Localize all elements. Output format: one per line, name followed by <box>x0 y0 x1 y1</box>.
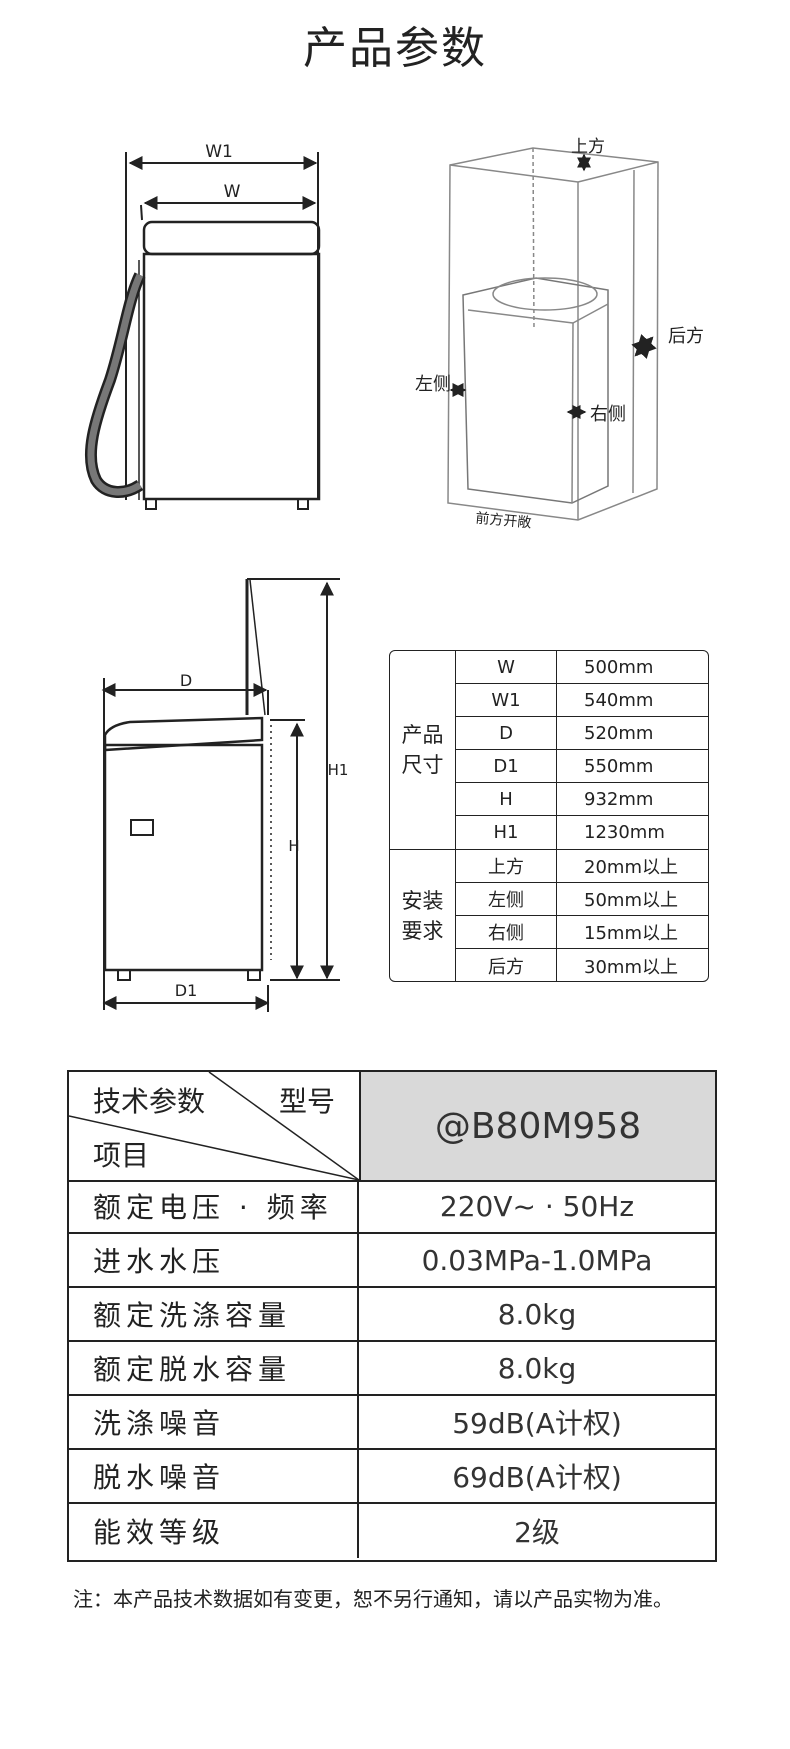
spec-value: 69dB(A计权) <box>452 1461 622 1494</box>
right-clearance-label: 右侧 <box>590 404 626 425</box>
spec-table: 技术参数 型号 项目 @B80M958 额定电压 · 频率 220V~ · 50H… <box>67 1070 717 1562</box>
dim-value: 550mm <box>584 755 654 777</box>
disclaimer-note: 注：本产品技术数据如有变更，恕不另行通知，请以产品实物为准。 <box>73 1587 673 1611</box>
dim-value: 500mm <box>584 656 654 678</box>
spec-key: 进水水压 <box>69 1234 359 1286</box>
dim-value: 15mm以上 <box>584 923 678 944</box>
side-view-washer <box>101 578 340 1012</box>
left-clearance-label: 左侧 <box>415 374 451 395</box>
header-diagonal-cell: 技术参数 型号 项目 <box>69 1072 361 1180</box>
table-row: 能效等级 2级 <box>69 1504 715 1558</box>
table-row: 额定脱水容量 8.0kg <box>69 1342 715 1396</box>
page-title: 产品参数 <box>303 23 487 74</box>
table-row: D 520mm <box>456 717 708 750</box>
w-label: W <box>224 182 241 202</box>
model-cell: @B80M958 <box>361 1072 715 1180</box>
dim-value: 20mm以上 <box>584 857 678 878</box>
dim-value: 540mm <box>584 689 654 711</box>
dim-key: H1 <box>456 816 557 849</box>
spec-key: 洗涤噪音 <box>69 1396 359 1448</box>
table-row: 洗涤噪音 59dB(A计权) <box>69 1396 715 1450</box>
table-row: 右侧 15mm以上 <box>456 916 708 949</box>
table-row: 左侧 50mm以上 <box>456 883 708 916</box>
d1-label: D1 <box>175 981 198 1000</box>
dim-key: 左侧 <box>456 883 557 915</box>
table-row: H1 1230mm <box>456 816 708 849</box>
h-label: H <box>288 837 299 855</box>
d-label: D <box>180 671 192 690</box>
table-row: 额定洗涤容量 8.0kg <box>69 1288 715 1342</box>
front-view-washer <box>84 152 321 510</box>
table-row: H 932mm <box>456 783 708 816</box>
dim-key: 右侧 <box>456 916 557 948</box>
dim-key: W <box>456 651 557 683</box>
table-row: 进水水压 0.03MPa-1.0MPa <box>69 1234 715 1288</box>
dim-value: 932mm <box>584 788 654 810</box>
product-size-group: 产品 尺寸 <box>390 651 456 849</box>
table-row: 脱水噪音 69dB(A计权) <box>69 1450 715 1504</box>
header-item: 项目 <box>93 1139 150 1172</box>
product-size-label: 产品 尺寸 <box>401 723 444 777</box>
h1-label: H1 <box>328 761 349 779</box>
front-open-label: 前方开敞 <box>475 510 532 532</box>
dim-key: D1 <box>456 750 557 782</box>
dim-value: 50mm以上 <box>584 890 678 911</box>
top-clearance-label: 上方 <box>571 137 605 157</box>
table-row: D1 550mm <box>456 750 708 783</box>
spec-table-header: 技术参数 型号 项目 @B80M958 <box>69 1072 715 1182</box>
dimension-drawings: W1 W 上方 后方 左侧 右侧 前方开敞 <box>84 137 704 1012</box>
header-diagonal-lines <box>69 1072 359 1180</box>
spec-value: 2级 <box>514 1516 560 1549</box>
table-row: 额定电压 · 频率 220V~ · 50Hz <box>69 1180 715 1234</box>
dim-value: 520mm <box>584 722 654 744</box>
dim-key: H <box>456 783 557 815</box>
dim-key: 上方 <box>456 850 557 882</box>
header-tech-params: 技术参数 <box>93 1085 206 1118</box>
spec-value: 8.0kg <box>497 1351 577 1385</box>
spec-key: 额定洗涤容量 <box>69 1288 359 1340</box>
dim-value: 30mm以上 <box>584 956 678 978</box>
installation-clearance-box <box>447 147 659 521</box>
install-req-group: 安装 要求 <box>390 849 456 981</box>
spec-value: 220V~ · 50Hz <box>439 1189 635 1223</box>
dimension-table: 产品 尺寸 安装 要求 W 500mm W1 540mm D 520mm D1 550m… <box>389 650 709 982</box>
header-model: 型号 <box>279 1085 336 1118</box>
spec-value: 8.0kg <box>497 1297 577 1331</box>
spec-value: 0.03MPa-1.0MPa <box>421 1243 653 1277</box>
table-row: 后方 30mm以上 <box>456 949 708 981</box>
table-row: 上方 20mm以上 <box>456 850 708 883</box>
dim-key: W1 <box>456 684 557 716</box>
w1-label: W1 <box>205 142 233 162</box>
back-clearance-label: 后方 <box>668 326 704 347</box>
table-row: W 500mm <box>456 651 708 684</box>
table-row: W1 540mm <box>456 684 708 717</box>
spec-value: 59dB(A计权) <box>452 1407 622 1440</box>
model-value: @B80M958 <box>434 1105 642 1147</box>
spec-key: 额定电压 · 频率 <box>69 1180 359 1232</box>
spec-key: 额定脱水容量 <box>69 1342 359 1394</box>
dim-key: 后方 <box>456 949 557 981</box>
dim-key: D <box>456 717 557 749</box>
spec-key: 脱水噪音 <box>69 1450 359 1502</box>
install-req-label: 安装 要求 <box>401 889 444 943</box>
spec-key: 能效等级 <box>69 1504 359 1558</box>
dim-value: 1230mm <box>584 822 665 843</box>
